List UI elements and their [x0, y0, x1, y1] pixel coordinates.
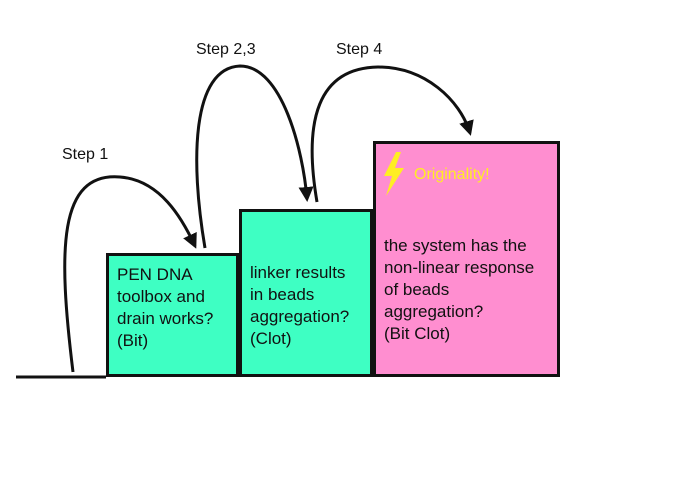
box-clot: linker results in beads aggregation? (Cl… [239, 209, 373, 377]
step-1-label: Step 1 [62, 146, 109, 163]
step-1-arrow [63, 175, 197, 373]
box-bit-clot: Originality! the system has the non-line… [373, 141, 560, 377]
box-clot-line-3: aggregation? [250, 307, 350, 326]
box-bit-clot-line-1: the system has the [384, 236, 527, 255]
box-bit-line-3: drain works? [117, 309, 214, 328]
step-4-arrow [310, 65, 474, 203]
step-2-3-label: Step 2,3 [196, 41, 256, 58]
step-2-3-arrow [195, 64, 314, 249]
box-bit-clot-text: the system has the non-linear response o… [384, 235, 553, 345]
lightning-bolt-icon [384, 152, 404, 196]
box-bit-line-1: PEN DNA [117, 265, 193, 284]
box-bit-clot-line-2: non-linear response [384, 258, 535, 277]
box-clot-line-1: linker results [250, 263, 346, 282]
box-clot-line-4: (Clot) [250, 329, 292, 348]
box-bit-clot-line-3: of beads [384, 280, 450, 299]
box-bit-clot-line-4: aggregation? [384, 302, 484, 321]
box-bit-text: PEN DNA toolbox and drain works? (Bit) [117, 264, 232, 352]
box-bit-line-2: toolbox and [117, 287, 205, 306]
box-bit-clot-line-5: (Bit Clot) [384, 324, 451, 343]
step-4-label: Step 4 [336, 41, 383, 58]
box-clot-text: linker results in beads aggregation? (Cl… [250, 262, 366, 350]
box-bit-line-4: (Bit) [117, 331, 149, 350]
originality-callout: Originality! [414, 166, 490, 183]
box-bit: PEN DNA toolbox and drain works? (Bit) [106, 253, 239, 377]
box-clot-line-2: in beads [250, 285, 315, 304]
